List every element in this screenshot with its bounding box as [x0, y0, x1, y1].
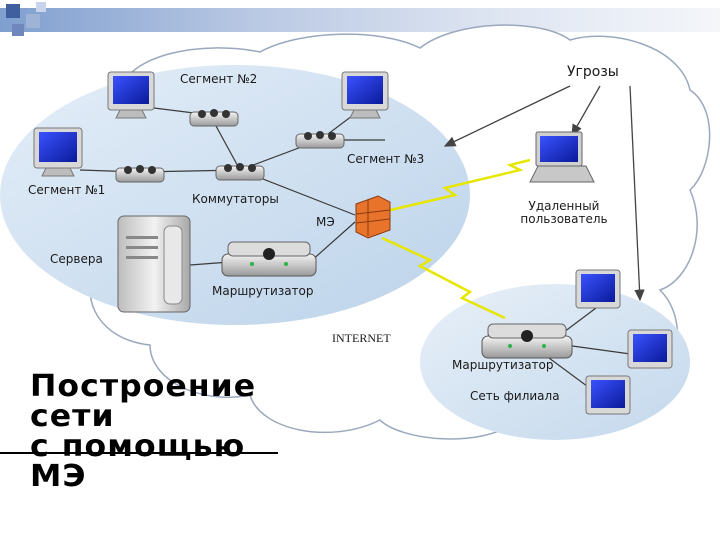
label-switches: Коммутаторы — [192, 192, 279, 206]
title-line-2: сети — [30, 399, 115, 434]
label-segment1: Сегмент №1 — [28, 183, 106, 197]
label-firewall: МЭ — [316, 215, 335, 229]
title-line-1: Построение — [30, 369, 257, 404]
label-segment2: Сегмент №2 — [180, 72, 258, 86]
label-branch-network: Сеть филиала — [470, 389, 560, 403]
header-band — [0, 8, 720, 32]
corner-square-3 — [12, 24, 24, 36]
label-segment3: Сегмент №3 — [347, 152, 425, 166]
computer-segment3-icon — [341, 71, 389, 119]
switch-icon — [115, 165, 165, 183]
computer-segment2-icon — [107, 71, 155, 119]
lightning-remote — [381, 158, 531, 214]
slide-title: Построение сети с помощью МЭ — [30, 372, 256, 492]
title-line-4: МЭ — [30, 459, 87, 494]
title-line-3: с помощью — [30, 429, 246, 464]
computer-branch1-icon — [575, 269, 621, 309]
label-servers: Сервера — [50, 252, 103, 266]
computer-branch3-icon — [585, 375, 631, 415]
label-threats: Угрозы — [567, 64, 619, 80]
server-icon — [117, 215, 191, 313]
switch-icon — [215, 163, 265, 181]
label-router-main: Маршрутизатор — [212, 284, 314, 298]
label-router-branch: Маршрутизатор — [452, 358, 554, 372]
corner-square-1 — [6, 4, 20, 18]
switch-icon — [189, 109, 239, 127]
corner-square-2 — [26, 14, 40, 28]
title-underline — [0, 452, 278, 454]
computer-segment1-icon — [33, 127, 83, 177]
corner-square-4 — [36, 2, 46, 12]
threat-arrows — [443, 85, 645, 302]
lightning-branch — [381, 236, 506, 320]
computer-branch2-icon — [627, 329, 673, 369]
switch-icon — [295, 131, 345, 149]
router-main-icon — [221, 241, 317, 277]
label-remote-user: Удаленный пользователь — [520, 199, 608, 226]
laptop-remote-icon — [529, 131, 595, 183]
label-internet: INTERNET — [332, 331, 391, 345]
router-branch-icon — [481, 323, 573, 359]
firewall-icon — [355, 195, 391, 239]
